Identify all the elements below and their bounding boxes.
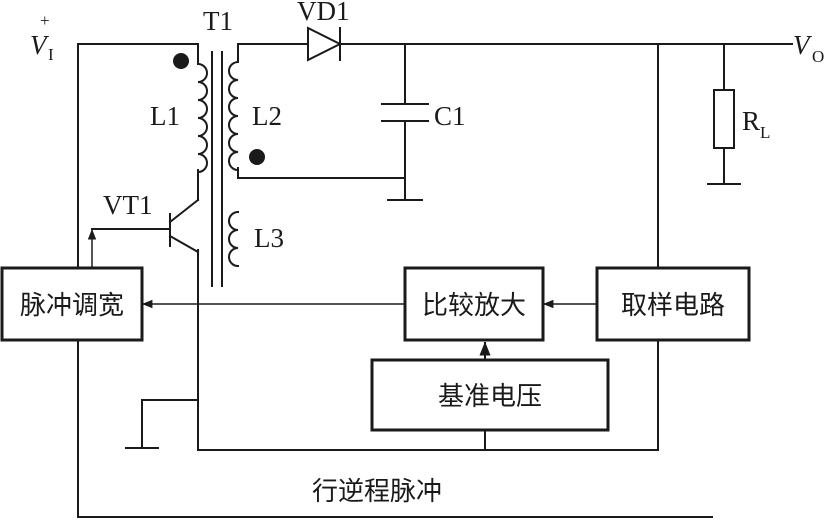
block-reference: 基准电压 bbox=[370, 358, 610, 432]
l3-label: L3 bbox=[254, 223, 284, 253]
block-sampling-label: 取样电路 bbox=[621, 291, 725, 321]
vi-plus-sign: + bbox=[40, 11, 50, 30]
flyback-pulse-label: 行逆程脉冲 bbox=[312, 477, 442, 507]
block-pwm-label: 脉冲调宽 bbox=[20, 291, 124, 321]
capacitor-c1 bbox=[381, 103, 429, 122]
wiring bbox=[77, 43, 793, 518]
rl-subscript: L bbox=[760, 123, 770, 142]
polarity-dot-l2 bbox=[249, 149, 265, 165]
polarity-dot-l1 bbox=[173, 53, 189, 69]
inductor-l2 bbox=[228, 60, 265, 172]
l1-label: L1 bbox=[150, 101, 180, 131]
vi-symbol: V bbox=[30, 30, 50, 60]
load-resistor-label: R L bbox=[742, 106, 770, 142]
block-comparator: 比较放大 bbox=[403, 266, 545, 342]
c1-label: C1 bbox=[434, 101, 466, 131]
diode-label: VD1 bbox=[297, 0, 350, 26]
output-voltage-label: V O bbox=[793, 30, 824, 66]
transformer-label: T1 bbox=[203, 6, 233, 36]
vo-subscript: O bbox=[812, 47, 824, 66]
vi-subscript: I bbox=[48, 45, 54, 64]
input-voltage-label: + V I bbox=[30, 11, 54, 64]
block-pwm: 脉冲调宽 bbox=[0, 266, 144, 342]
vo-symbol: V bbox=[793, 30, 813, 60]
transformer-core bbox=[211, 51, 223, 287]
inductor-l3 bbox=[228, 210, 240, 268]
diode-vd1 bbox=[307, 26, 343, 62]
l2-label: L2 bbox=[252, 101, 282, 131]
resistor-rl bbox=[713, 89, 735, 149]
rl-symbol: R bbox=[742, 106, 760, 136]
signal-arrows bbox=[87, 228, 596, 361]
block-reference-label: 基准电压 bbox=[438, 382, 542, 412]
inductor-l1 bbox=[173, 53, 208, 174]
block-comparator-label: 比较放大 bbox=[422, 291, 526, 321]
transistor-label: VT1 bbox=[103, 190, 153, 220]
block-sampling: 取样电路 bbox=[595, 266, 751, 342]
